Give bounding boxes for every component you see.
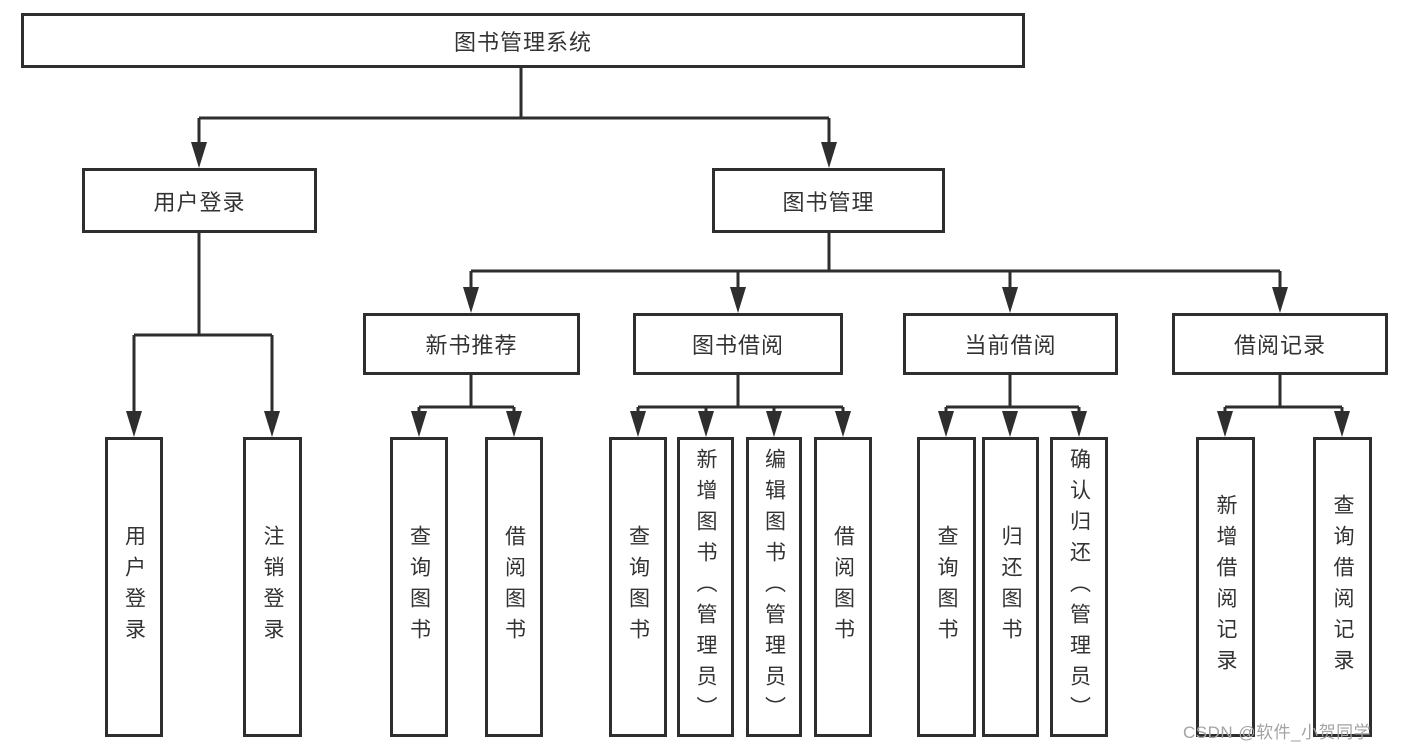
node-new-book-recommendation: 新书推荐 (363, 313, 580, 375)
leaf-return-books: 归还图书 (982, 437, 1039, 737)
csdn-watermark: CSDN @软件_小贺同学 (1183, 723, 1372, 742)
node-current-borrowing: 当前借阅 (903, 313, 1118, 375)
node-book-borrowing: 图书借阅 (633, 313, 843, 375)
leaf-user-login: 用户登录 (105, 437, 163, 737)
leaf-query-borrow-record: 查询借阅记录 (1313, 437, 1372, 737)
leaf-confirm-return-admin: 确认归还（管理员） (1050, 437, 1108, 737)
leaf-add-books-admin: 新增图书（管理员） (677, 437, 734, 737)
leaf-add-borrow-record: 新增借阅记录 (1196, 437, 1255, 737)
leaf-borrow-books: 借阅图书 (814, 437, 872, 737)
leaf-logout: 注销登录 (243, 437, 302, 737)
node-library-system-root: 图书管理系统 (21, 13, 1025, 68)
node-borrowing-records: 借阅记录 (1172, 313, 1388, 375)
node-user-login: 用户登录 (82, 168, 317, 233)
leaf-query-books-recommend: 查询图书 (390, 437, 448, 737)
node-book-management: 图书管理 (712, 168, 945, 233)
leaf-borrow-books-recommend: 借阅图书 (485, 437, 543, 737)
leaf-query-books-borrow: 查询图书 (609, 437, 667, 737)
leaf-edit-books-admin: 编辑图书（管理员） (746, 437, 802, 737)
leaf-query-books-current: 查询图书 (917, 437, 976, 737)
